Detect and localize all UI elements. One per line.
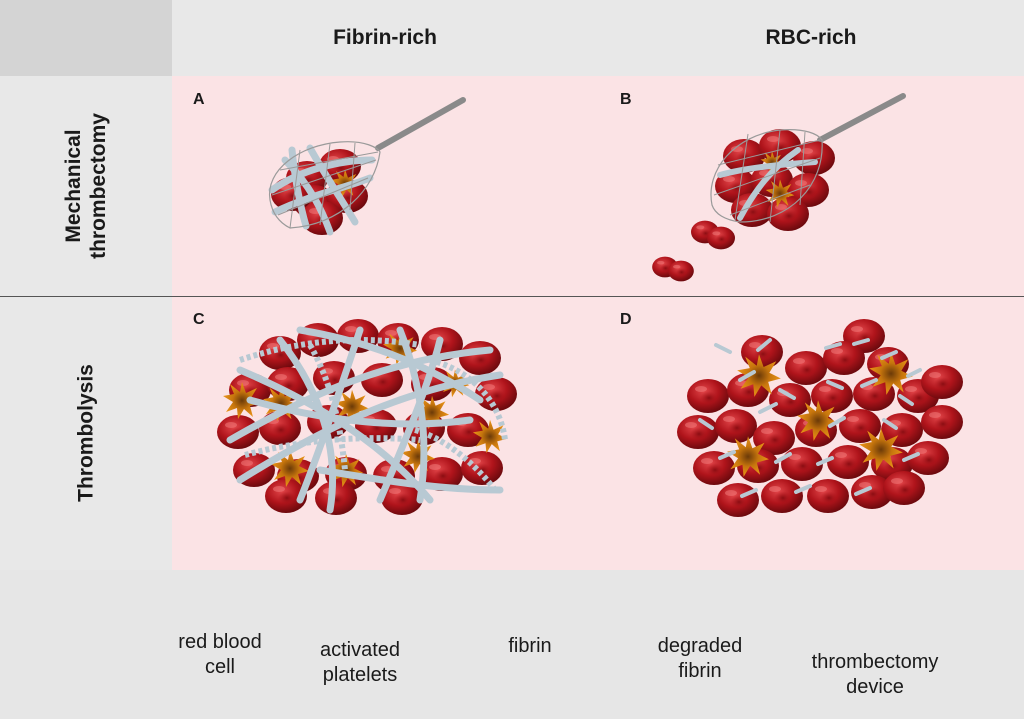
device-mesh (713, 129, 821, 223)
legend-rbc-line-2: cell (204, 656, 235, 678)
panel-label-a: A (193, 91, 205, 108)
panel-label-c: C (193, 311, 205, 328)
legend-device-line-1: thrombectomy (811, 651, 939, 673)
rbc-cluster (652, 129, 835, 282)
row-divider (0, 296, 1024, 297)
panel-d-illustration (677, 319, 963, 517)
legend-fibrin-label: fibrin (508, 635, 552, 657)
column-header-rbc-rich: RBC-rich (598, 0, 1024, 76)
legend-degraded-fibrin-label: degraded fibrin (640, 634, 760, 684)
legend-device-label: thrombectomy device (800, 650, 950, 700)
header-corner (0, 0, 172, 76)
degraded-fibrin (698, 338, 922, 498)
panel-b-illustration (652, 93, 906, 282)
panel-a-illustration (268, 97, 466, 236)
legend-platelets-label: activated platelets (300, 638, 420, 688)
device-basket (269, 141, 381, 229)
panel-label-d: D (620, 311, 632, 328)
legend-device-line-2: device (846, 676, 904, 698)
legend-platelets-line-1: activated (319, 639, 401, 661)
legend: red blood cell activated platelets fibri… (0, 570, 1024, 719)
legend-rbc-label: red blood cell (155, 630, 285, 680)
panel-c-illustration (217, 319, 517, 515)
legend-degraded-line-2: fibrin (678, 660, 722, 682)
legend-platelets-line-2: platelets (322, 664, 398, 686)
device-wire (375, 97, 466, 151)
panel-label-b: B (620, 91, 632, 108)
device-basket (710, 129, 823, 223)
fibrin-strands (226, 326, 504, 514)
legend-degraded-line-1: degraded (657, 635, 743, 657)
row-header-thrombolysis: Thrombolysis (0, 296, 172, 570)
device-wire (817, 93, 906, 143)
legend-rbc-line-1: red blood (178, 631, 262, 653)
column-header-fibrin-rich: Fibrin-rich (172, 0, 598, 76)
device-mesh (271, 142, 379, 229)
